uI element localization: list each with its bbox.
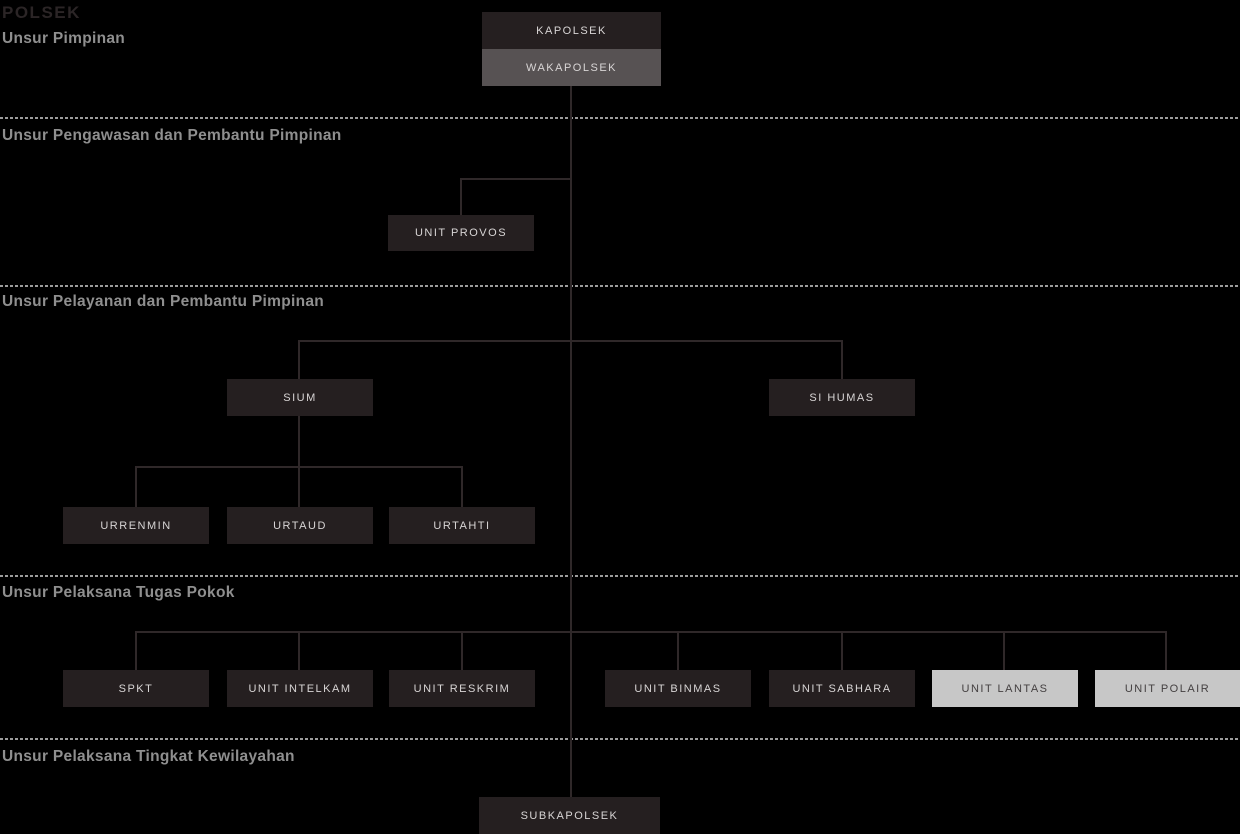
node-sium: SIUM (227, 379, 373, 416)
connector-sihumas-drop (841, 340, 843, 379)
connector-urtaud-drop (298, 466, 300, 507)
connector-pelayanan-branch (298, 340, 843, 342)
connector-reskrim-drop (461, 631, 463, 670)
connector-intelkam-drop (298, 631, 300, 670)
node-kapolsek: KAPOLSEK (482, 12, 661, 49)
section-divider (0, 285, 1240, 287)
node-urrenmin: URRENMIN (63, 507, 209, 544)
connector-sium-down (298, 416, 300, 468)
node-subkapolsek: SUBKAPOLSEK (479, 797, 660, 834)
connector-sabhara-drop (841, 631, 843, 670)
connector-urtahti-drop (461, 466, 463, 507)
section-title-pimpinan: Unsur Pimpinan (2, 30, 126, 47)
connector-provos-drop (460, 178, 462, 215)
connector-units-branch (135, 631, 1167, 633)
node-urtahti: URTAHTI (389, 507, 535, 544)
node-spkt: SPKT (63, 670, 209, 707)
section-divider (0, 738, 1240, 740)
node-urtaud: URTAUD (227, 507, 373, 544)
node-si-humas: SI HUMAS (769, 379, 915, 416)
connector-spine (570, 86, 572, 797)
node-unit-lantas: UNIT LANTAS (932, 670, 1078, 707)
node-unit-intelkam: UNIT INTELKAM (227, 670, 373, 707)
section-title-pelayanan: Unsur Pelayanan dan Pembantu Pimpinan (2, 293, 325, 310)
connector-polair-drop (1165, 631, 1167, 670)
connector-provos-branch (460, 178, 572, 180)
node-unit-reskrim: UNIT RESKRIM (389, 670, 535, 707)
node-unit-sabhara: UNIT SABHARA (769, 670, 915, 707)
section-title-pengawasan: Unsur Pengawasan dan Pembantu Pimpinan (2, 127, 342, 144)
section-title-kewilayahan: Unsur Pelaksana Tingkat Kewilayahan (2, 748, 295, 765)
node-wakapolsek: WAKAPOLSEK (482, 49, 661, 86)
page-title: POLSEK (2, 3, 81, 22)
connector-binmas-drop (677, 631, 679, 670)
connector-urrenmin-drop (135, 466, 137, 507)
section-divider (0, 575, 1240, 577)
connector-sium-drop (298, 340, 300, 379)
connector-spkt-drop (135, 631, 137, 670)
node-unit-polair: UNIT POLAIR (1095, 670, 1240, 707)
node-unit-provos: UNIT PROVOS (388, 215, 534, 251)
node-unit-binmas: UNIT BINMAS (605, 670, 751, 707)
section-divider (0, 117, 1240, 119)
connector-lantas-drop (1003, 631, 1005, 670)
section-title-pelaksana-pokok: Unsur Pelaksana Tugas Pokok (2, 584, 235, 601)
